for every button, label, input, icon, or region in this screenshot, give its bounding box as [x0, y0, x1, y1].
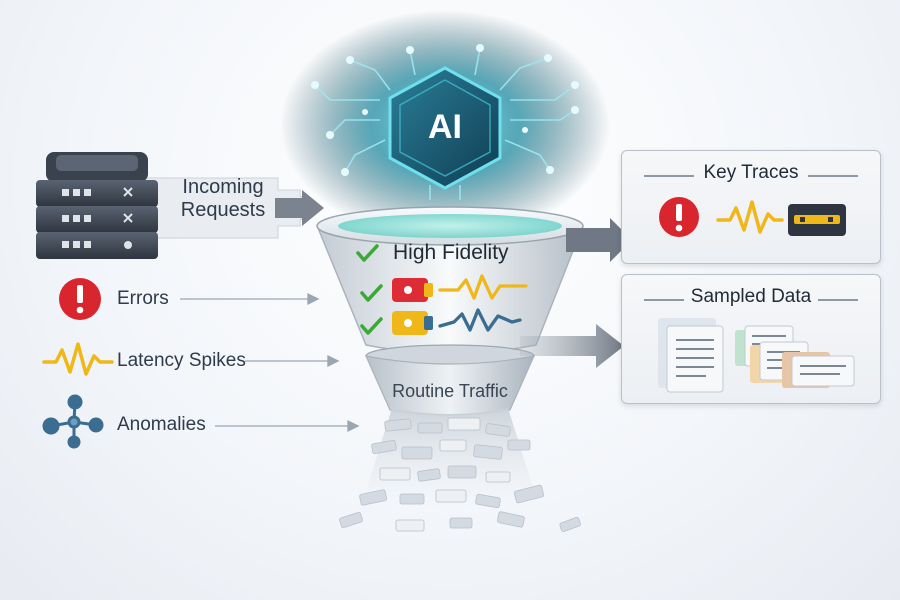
error-tag-icon: [392, 278, 433, 302]
funnel-anomaly-signal: [438, 308, 522, 332]
sampled-data-panel: Sampled Data: [621, 274, 881, 404]
sampled-data-title: Sampled Data: [690, 286, 812, 307]
high-fidelity-label: High Fidelity: [393, 241, 509, 264]
circuit-nodes: [311, 44, 579, 176]
ai-label: AI: [428, 108, 462, 146]
key-traces-title-rule-right: [808, 175, 858, 177]
legend-label-errors: Errors: [117, 288, 169, 309]
key-traces-title: Key Traces: [703, 162, 799, 183]
error-icon: [59, 278, 101, 320]
legend-label-latency-spikes: Latency Spikes: [117, 350, 246, 371]
sampled-data-arrow: [520, 324, 624, 368]
incoming-arrowhead: [275, 190, 324, 226]
sampled-data-title-rule-left: [644, 299, 684, 301]
incoming-label-line1: Incoming: [182, 176, 264, 198]
legend-label-anomalies: Anomalies: [117, 414, 206, 435]
key-traces-panel: Key Traces: [621, 150, 881, 264]
legend-flow-lines: [180, 292, 360, 433]
key-traces-title-rule-left: [644, 175, 694, 177]
key-traces-arrow: [566, 218, 632, 262]
circuit-lines: [314, 47, 576, 200]
warning-tag-icon: [392, 311, 433, 335]
incoming-label-line2: Requests: [180, 199, 266, 221]
funnel-rim-glow: [338, 214, 562, 238]
funnel-latency-signal: [438, 274, 528, 300]
sampled-data-title-rule-right: [818, 299, 858, 301]
anomaly-network-icon: [42, 394, 104, 449]
check-icons: [356, 244, 383, 335]
falling-tiles: [339, 417, 581, 532]
ai-hexagon: [388, 66, 502, 190]
server-stack-icon: [36, 152, 158, 259]
incoming-requests-label: Incoming Requests: [168, 176, 278, 222]
routine-traffic-label: Routine Traffic: [392, 381, 508, 401]
latency-spike-icon: [42, 342, 114, 376]
